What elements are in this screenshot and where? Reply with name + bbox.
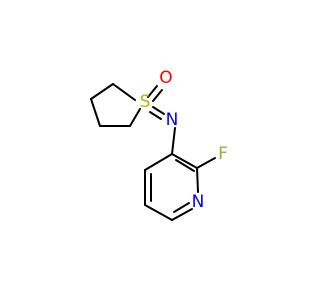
pyridine-ring <box>144 153 199 221</box>
bond-s-o-a <box>147 85 158 98</box>
thiolane-ring <box>90 83 141 127</box>
sulfoxide-double-bond <box>147 85 163 102</box>
bond-s-o-b <box>152 89 163 102</box>
bond-npyr-c6-inner <box>173 202 190 213</box>
sulfilimine-double-bond <box>149 106 165 120</box>
imine-nitrogen-label: N <box>166 110 179 130</box>
sulfur-label: S <box>140 92 151 112</box>
bond-n-cpyr <box>171 127 176 155</box>
bond-s-n-a <box>152 106 165 115</box>
bond-c4-s <box>129 108 141 127</box>
pyridine-nitrogen-label: N <box>192 192 205 212</box>
bond-npyr-c6 <box>171 208 193 221</box>
bond-s-n-b <box>149 111 162 120</box>
bond-c1-c2 <box>90 83 114 100</box>
bond-c2pyr-f <box>196 157 216 169</box>
bond-c3-c2pyr-inner <box>175 159 195 172</box>
bond-s-c1 <box>112 83 136 101</box>
molecule-structure: S O N F N <box>90 68 228 221</box>
bond-c2-c3 <box>90 98 101 127</box>
bond-c4-c3 <box>144 153 173 171</box>
oxygen-label: O <box>159 68 172 88</box>
bond-c6-c5 <box>144 204 173 221</box>
bond-c2pyr-npyr <box>196 167 199 193</box>
bond-c3-c2pyr <box>171 153 198 169</box>
fluorine-label: F <box>218 144 228 164</box>
